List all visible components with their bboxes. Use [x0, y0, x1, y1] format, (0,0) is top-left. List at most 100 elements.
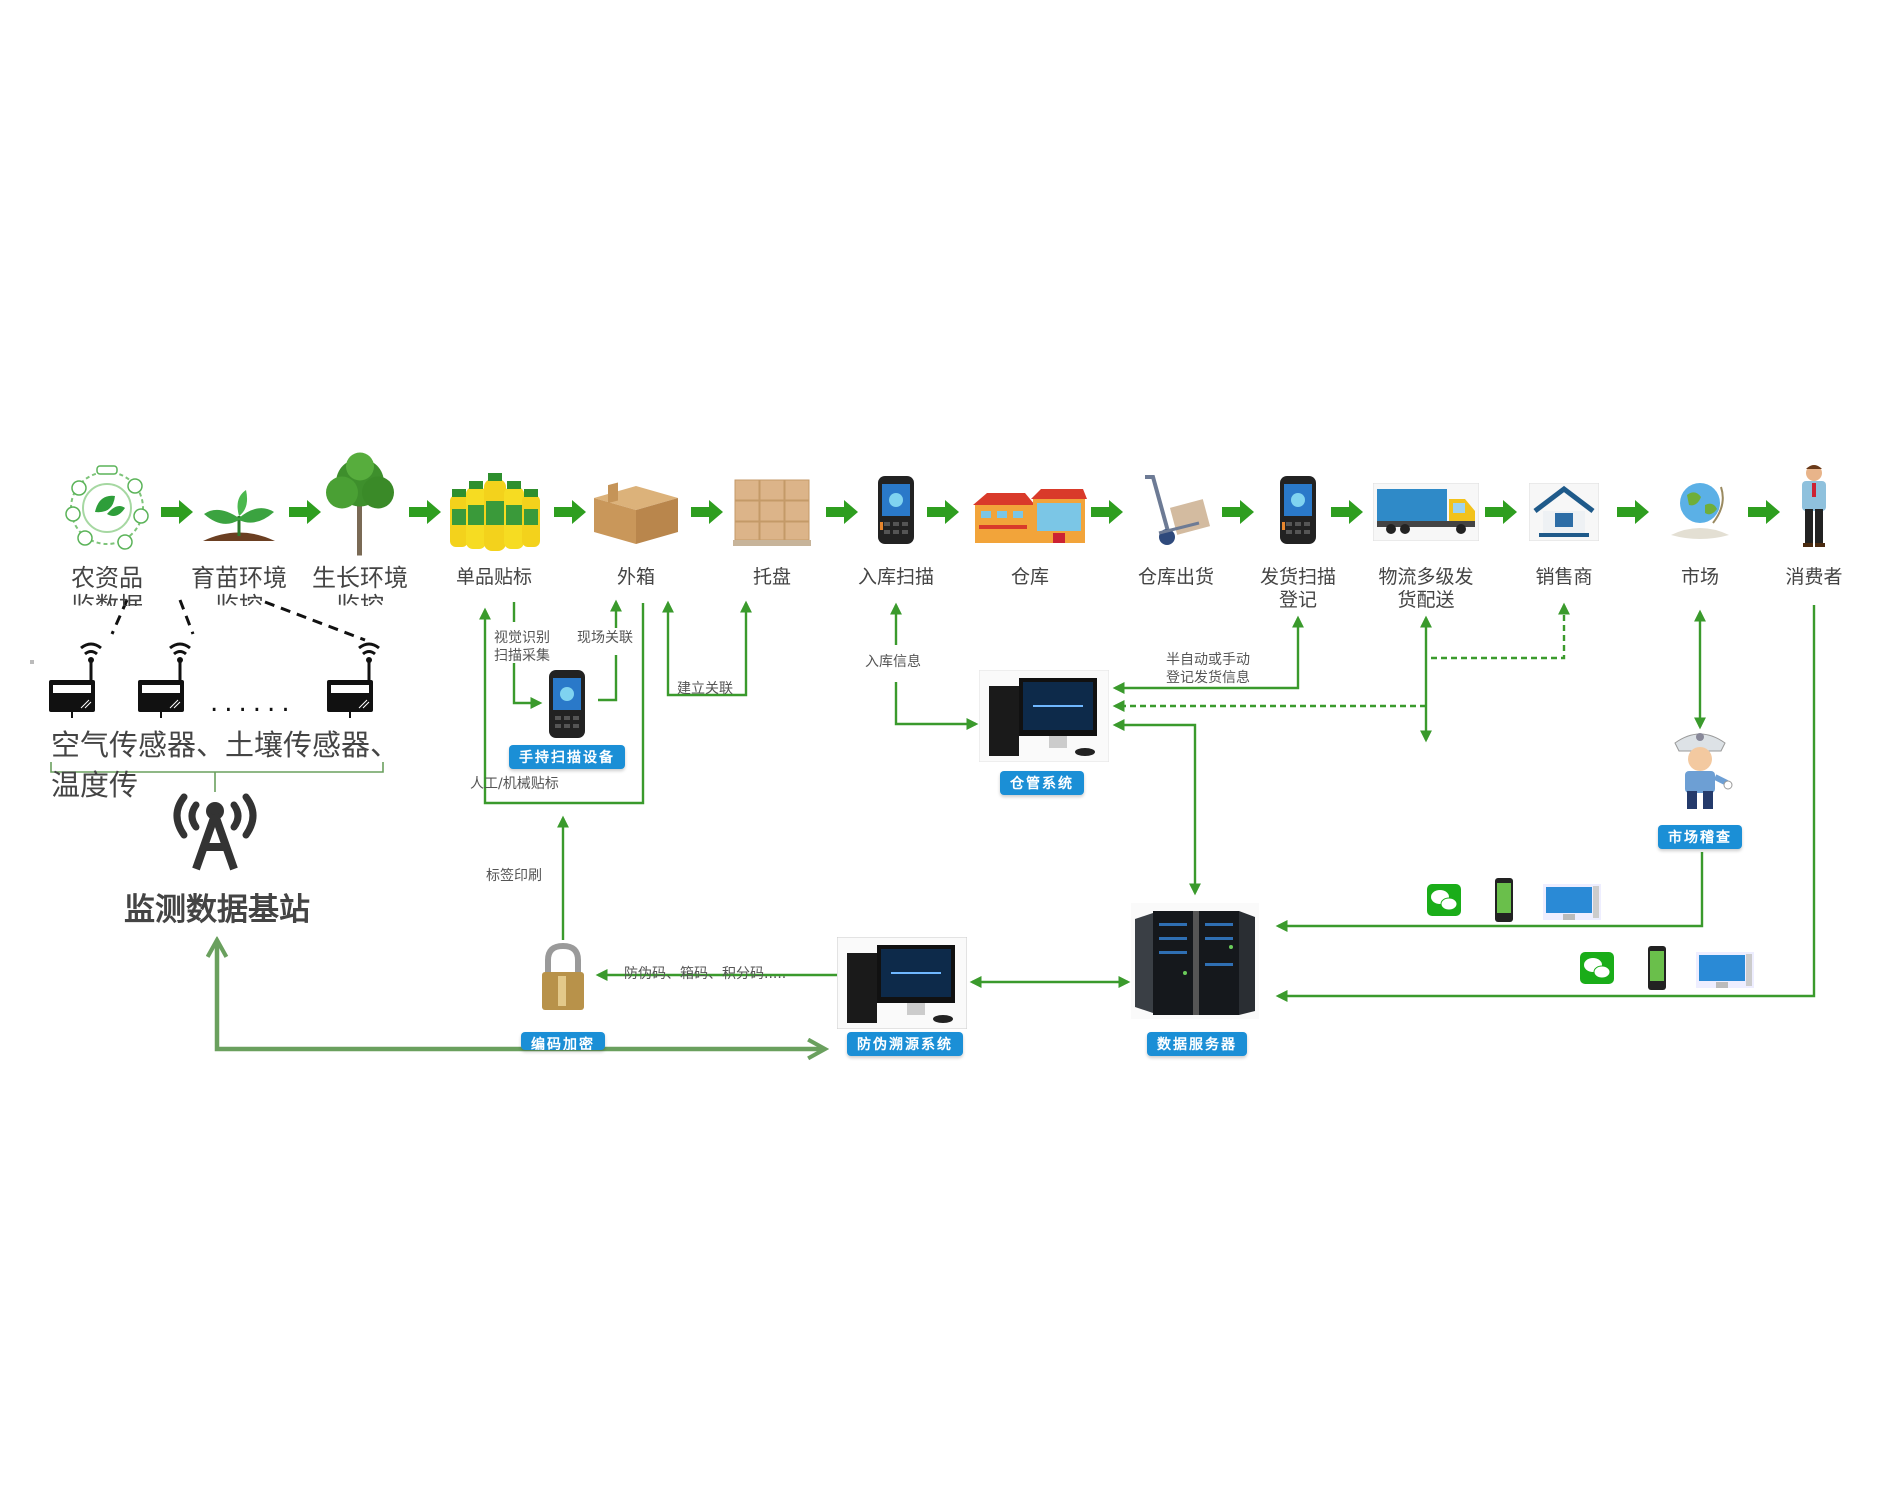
step-label-text: 仓库出货	[1137, 566, 1215, 588]
tree-icon	[320, 451, 400, 560]
smartphone-icon	[1495, 878, 1513, 922]
sensor-device-icon	[325, 638, 401, 722]
step-label-text: 发货扫描	[1259, 566, 1337, 588]
manual-label-note: 人工/机械贴标	[470, 776, 559, 792]
sensor-types-label-line2: 温度传	[51, 767, 138, 803]
flow-arrow	[1331, 500, 1363, 524]
step-label-text: 物流多级发	[1378, 566, 1474, 588]
step-label-text: 消费者	[1785, 566, 1843, 588]
flow-arrow	[1485, 500, 1517, 524]
step-label-dealer: 销售商	[1535, 566, 1592, 589]
seedling-icon	[198, 486, 280, 550]
warehouse-building-icon	[973, 489, 1087, 549]
flow-arrow	[409, 500, 441, 524]
person-icon	[1794, 463, 1834, 553]
step-label-text: 单品贴标	[455, 566, 533, 588]
sensor-types-line1: 空气传感器、土壤传感器、	[51, 728, 400, 762]
flow-arrow	[1617, 500, 1649, 524]
stray-mark	[30, 660, 34, 664]
flow-arrow	[1222, 500, 1254, 524]
padlock-icon	[538, 942, 588, 1018]
step-label-text-line2: 监数据	[71, 592, 143, 606]
ship-info-note: 半自动或手动登记发货信息	[1166, 652, 1250, 686]
handheld-scanner-icon	[1278, 474, 1318, 550]
agri-input-cycle-icon	[59, 462, 155, 558]
desktop-monitor-icon	[1696, 952, 1754, 988]
manual-label-line	[479, 603, 645, 805]
step-label-warehouse-out: 仓库出货	[1138, 566, 1214, 589]
police-inspector-icon	[1665, 725, 1735, 819]
step-label-item-label: 单品贴标	[456, 566, 532, 589]
step-label-text: 育苗环境	[191, 564, 287, 592]
pallet-icon	[733, 478, 811, 552]
codes-note: 防伪码、箱码、积分码.....	[624, 966, 787, 982]
bottles-icon	[446, 473, 542, 557]
sensor-types-line2: 温度传	[51, 768, 139, 802]
inbound-info-note: 入库信息	[865, 654, 921, 670]
desktop-monitor-icon	[1543, 884, 1601, 920]
dealer-dashed-line	[1426, 602, 1570, 660]
step-label-inbound-scan: 入库扫描	[858, 566, 934, 589]
step-label-ship-scan: 发货扫描登记	[1260, 566, 1336, 612]
house-icon	[1528, 482, 1600, 545]
smartphone-icon	[1648, 946, 1666, 990]
device-cluster-consumer	[1578, 944, 1758, 996]
truck-icon	[1372, 482, 1480, 545]
flow-arrow	[691, 500, 723, 524]
step-label-logistics: 物流多级发货配送	[1378, 566, 1473, 612]
step-label-text: 市场	[1680, 566, 1720, 588]
visual-scan-to-handheld	[512, 663, 543, 709]
step-label-outer-box: 外箱	[617, 566, 655, 589]
step-label-text: 仓库	[1010, 566, 1050, 588]
antenna-tower-icon	[160, 781, 270, 875]
step-label-text-line2: 监控	[215, 592, 263, 606]
handheld-scanner-icon	[876, 474, 916, 550]
step-label-text: 托盘	[752, 566, 792, 588]
server-wms-line	[1112, 719, 1201, 896]
antifake-badge: 防伪溯源系统	[847, 1032, 963, 1056]
hand-truck-icon	[1139, 473, 1213, 551]
visual-scan-note: 视觉识别扫描采集	[494, 630, 550, 664]
handheld-badge: 手持扫描设备	[509, 745, 625, 769]
step-label-text: 入库扫描	[857, 566, 935, 588]
step-label-growth: 生长环境监控	[312, 564, 408, 606]
flow-arrow	[554, 500, 586, 524]
onsite-link-line	[598, 655, 618, 702]
encode-badge: 编码加密	[521, 1032, 605, 1050]
sensor-dashed-links	[110, 599, 366, 642]
station-antifake-loop	[217, 940, 825, 1049]
step-label-agri-input: 农资品监数据	[71, 564, 143, 606]
handheld-scanner-device-icon	[547, 668, 587, 744]
flow-arrow	[289, 500, 321, 524]
wms-badge: 仓管系统	[1000, 771, 1084, 795]
step-label-seedling: 育苗环境监控	[191, 564, 287, 606]
data-server-rack-icon	[1131, 903, 1259, 1023]
flow-arrow	[1748, 500, 1780, 524]
sensor-bracket	[50, 762, 384, 773]
wechat-icon	[1580, 952, 1614, 984]
antifake-computer-icon	[836, 936, 968, 1033]
build-link-note: 建立关联	[677, 681, 733, 697]
wechat-icon	[1427, 884, 1461, 916]
step-label-warehouse: 仓库	[1011, 566, 1049, 589]
inbound-to-wms	[894, 682, 979, 730]
step-label-consumer: 消费者	[1785, 566, 1842, 589]
step-label-market: 市场	[1681, 566, 1719, 589]
step-label-text: 销售商	[1535, 566, 1593, 588]
globe-icon	[1665, 477, 1735, 547]
station-title: 监测数据基站	[124, 892, 310, 928]
step-label-text: 农资品	[71, 564, 143, 592]
flow-arrows	[161, 500, 1780, 524]
step-label-text: 生长环境	[312, 564, 408, 592]
step-label-text-line2: 登记	[1278, 589, 1318, 611]
sensor-types-label: 空气传感器、土壤传感器、	[51, 727, 399, 763]
flow-arrow	[1091, 500, 1123, 524]
flow-arrow	[927, 500, 959, 524]
step-label-pallet: 托盘	[753, 566, 791, 589]
device-cluster-inspection	[1425, 876, 1605, 928]
step-label-text-line2: 监控	[336, 592, 384, 606]
flow-arrow	[161, 500, 193, 524]
sensor-device-icon	[47, 638, 123, 722]
consumer-server-line	[1275, 605, 1816, 1002]
